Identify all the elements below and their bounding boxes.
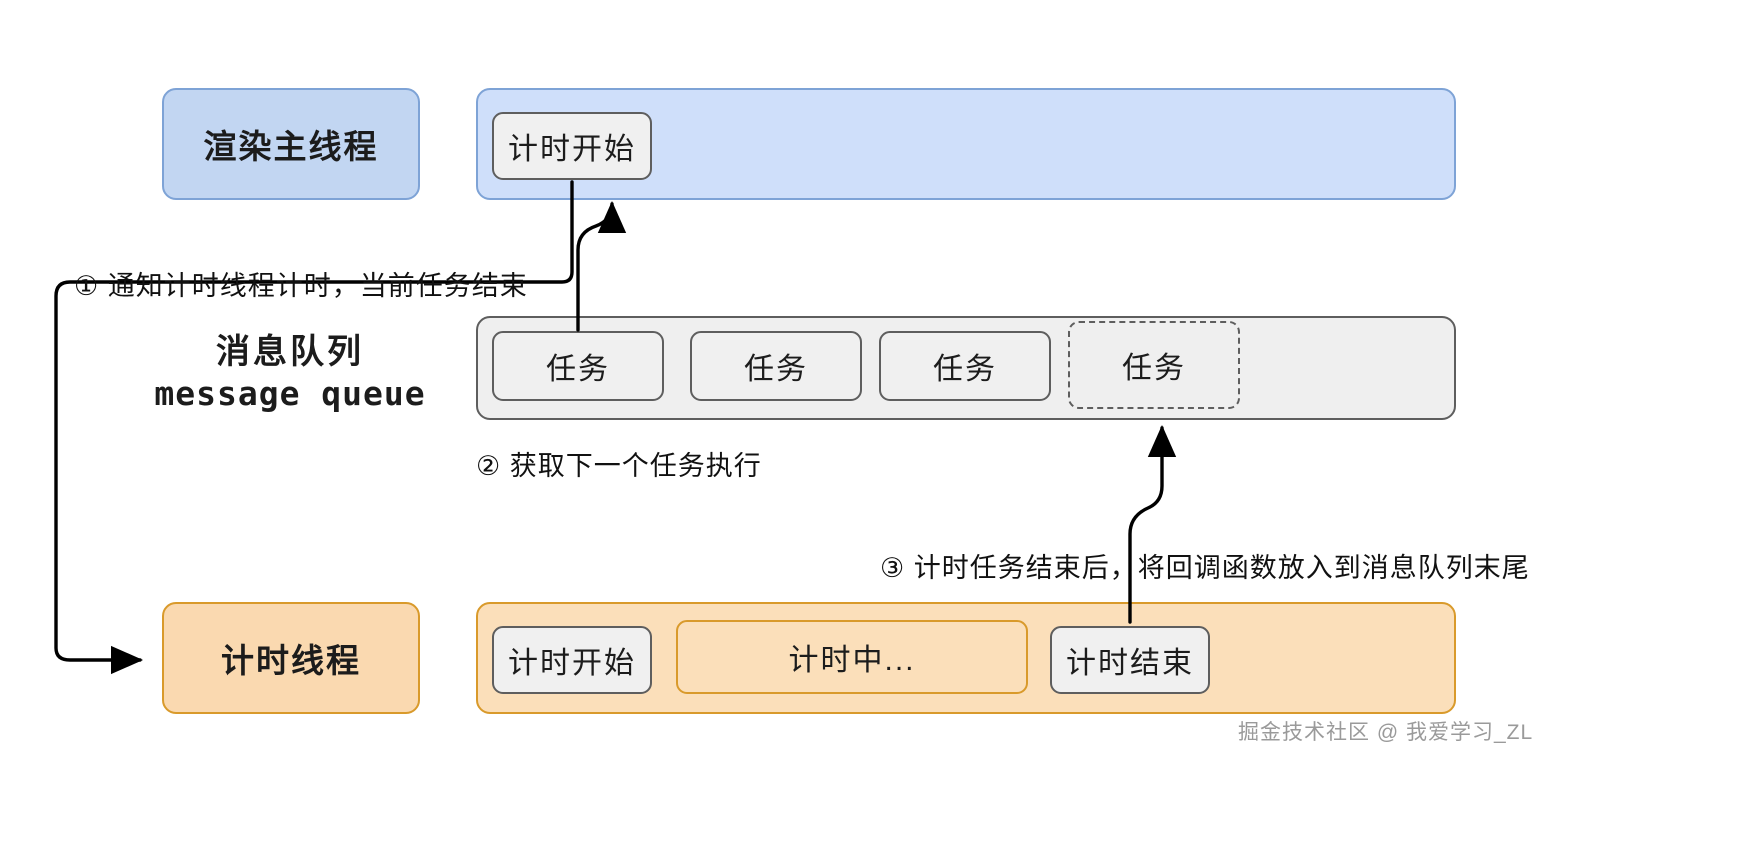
- chip-main-timing-start: 计时开始: [492, 112, 652, 180]
- message-queue-title-cn: 消息队列: [216, 333, 364, 371]
- chip-timer-start: 计时开始: [492, 626, 652, 694]
- watermark-text: 掘金技术社区 @ 我爱学习_ZL: [1238, 721, 1534, 744]
- arrow-notify-timer-thread: [54, 180, 574, 675]
- watermark: 掘金技术社区 @ 我爱学习_ZL: [1238, 716, 1533, 746]
- chip-timer-running-text: 计时中...: [788, 644, 916, 677]
- queue-task-1: 任务: [492, 331, 664, 401]
- arrow-take-next-task: [576, 200, 627, 332]
- annotation-1-text: ① 通知计时线程计时，当前任务结束: [74, 271, 528, 301]
- annotation-1: ① 通知计时线程计时，当前任务结束: [74, 264, 528, 303]
- annotation-3-text: ③ 计时任务结束后，将回调函数放入到消息队列末尾: [880, 553, 1530, 583]
- lane-label-timer-thread-text: 计时线程: [221, 642, 361, 679]
- annotation-2: ② 获取下一个任务执行: [476, 444, 762, 483]
- lane-label-timer-thread: 计时线程: [162, 602, 420, 714]
- lane-label-main-thread-text: 渲染主线程: [203, 128, 379, 165]
- chip-timer-running: 计时中...: [676, 620, 1028, 694]
- chip-main-timing-start-text: 计时开始: [508, 133, 636, 166]
- message-queue-title-en: message queue: [154, 374, 426, 414]
- queue-task-3-text: 任务: [933, 353, 997, 386]
- chip-timer-end: 计时结束: [1050, 626, 1210, 694]
- queue-task-4-pending: 任务: [1068, 321, 1240, 409]
- queue-task-2-text: 任务: [744, 353, 808, 386]
- annotation-3: ③ 计时任务结束后，将回调函数放入到消息队列末尾: [880, 546, 1530, 585]
- queue-task-3: 任务: [879, 331, 1051, 401]
- arrow-enqueue-callback: [1128, 424, 1177, 624]
- lane-label-main-thread: 渲染主线程: [162, 88, 420, 200]
- queue-task-2: 任务: [690, 331, 862, 401]
- annotation-2-text: ② 获取下一个任务执行: [476, 451, 762, 481]
- message-queue-title: 消息队列 message queue: [120, 332, 460, 415]
- queue-task-1-text: 任务: [546, 353, 610, 386]
- chip-timer-end-text: 计时结束: [1066, 647, 1194, 680]
- chip-timer-start-text: 计时开始: [508, 647, 636, 680]
- queue-task-4-pending-text: 任务: [1122, 352, 1186, 385]
